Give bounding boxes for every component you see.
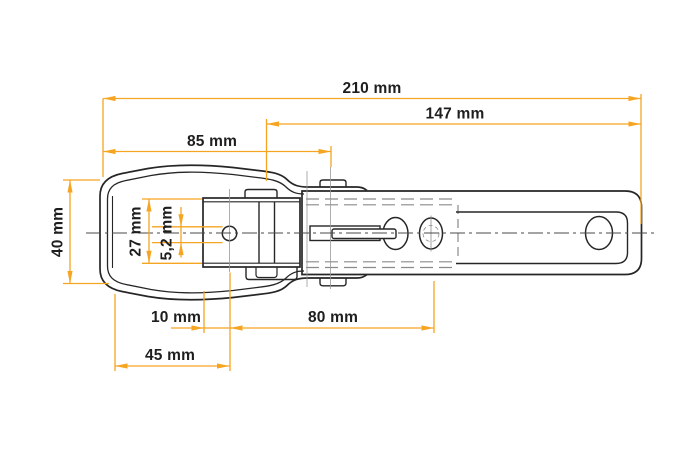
dimension-label-147: 147 mm <box>426 106 485 123</box>
dimension-label-210: 210 mm <box>343 80 402 97</box>
dimension-total-length: 210 mm <box>102 80 642 224</box>
block-rivet-bump-bottom <box>255 267 278 279</box>
dimension-label-5-2: 5,2 mm <box>159 206 176 261</box>
dimension-arm-length: 147 mm <box>265 106 641 181</box>
dimension-label-85: 85 mm <box>187 133 237 150</box>
dimension-label-40: 40 mm <box>50 207 67 257</box>
dimension-hole-offset: 10 mm <box>151 291 230 333</box>
dimension-hole-spacing: 80 mm <box>229 272 435 371</box>
dimension-body-height: 27 mm <box>128 198 202 264</box>
block-rivet-tab-top <box>244 188 278 198</box>
dimension-label-27: 27 mm <box>128 206 145 256</box>
neck-tab-bottom <box>319 278 347 287</box>
slot-tongue <box>331 228 397 240</box>
dimension-label-45: 45 mm <box>145 347 195 364</box>
dimension-lever-width: 45 mm <box>114 294 230 371</box>
dimension-label-80: 80 mm <box>308 309 358 326</box>
lever-inner-outline <box>106 171 305 294</box>
dimension-hole-diameter: 5,2 mm <box>152 206 223 261</box>
dimension-label-10: 10 mm <box>151 309 201 326</box>
strap-inner-cutout <box>456 211 629 265</box>
neck-tab-top <box>319 179 347 187</box>
dimension-lever-length: 85 mm <box>103 133 332 167</box>
dimension-overall-height: 40 mm <box>50 179 109 285</box>
construction-lines <box>229 167 331 289</box>
block-rivet-tab-bottom <box>245 267 298 281</box>
part-outline <box>99 164 643 301</box>
dimensions: 210 mm 147 mm 85 mm 40 mm <box>50 80 642 371</box>
pawl-block <box>202 197 301 268</box>
lever-outer-outline <box>99 164 368 301</box>
